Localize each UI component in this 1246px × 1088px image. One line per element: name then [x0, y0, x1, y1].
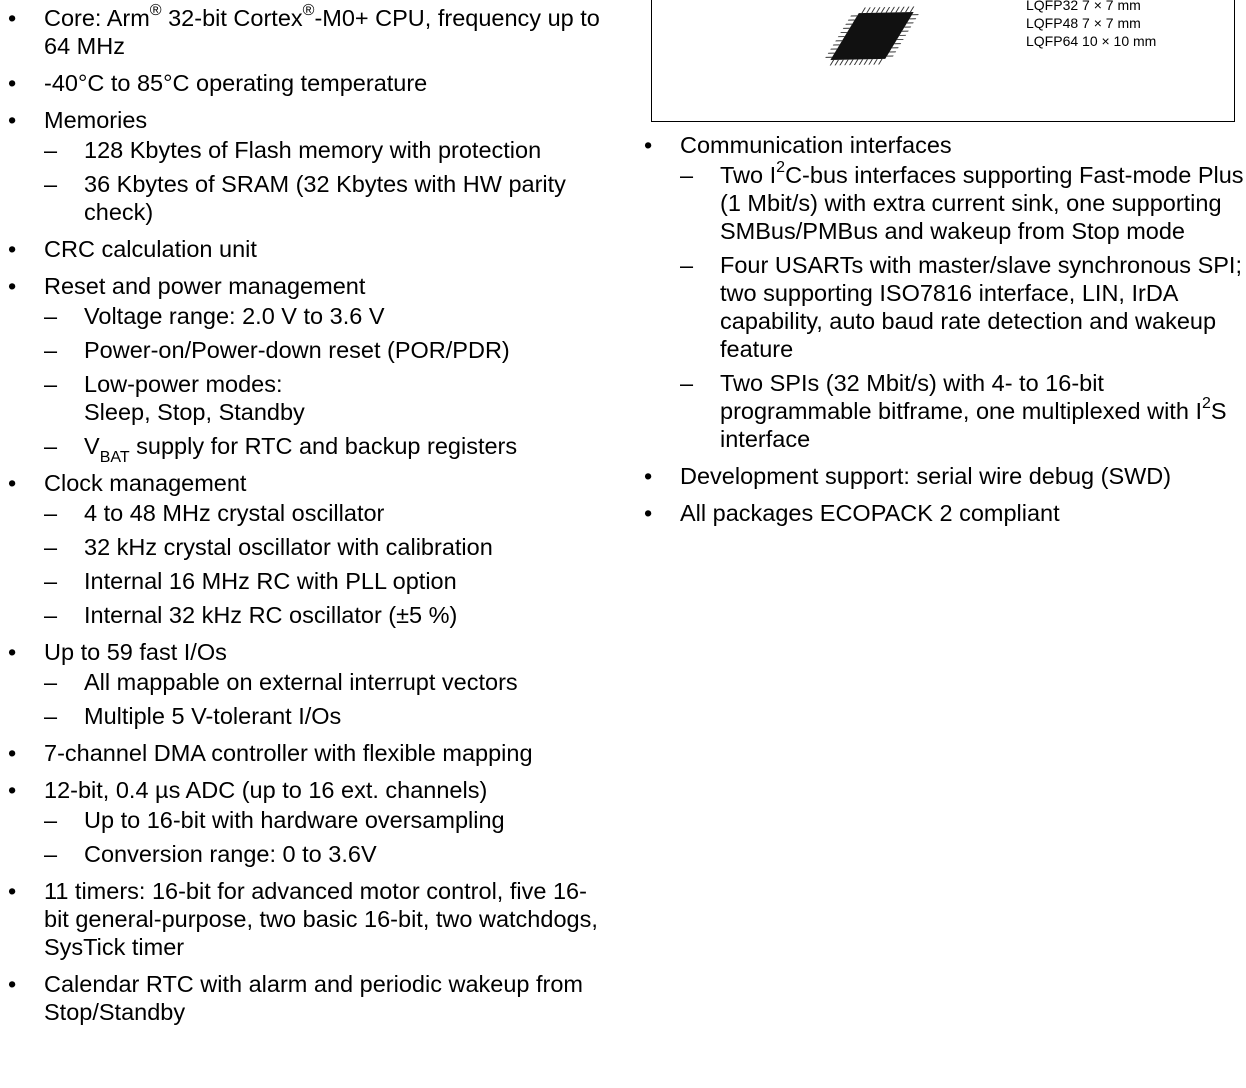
- sub-item: –Internal 16 MHz RC with PLL option: [44, 568, 457, 594]
- sub-item: –Two I2C-bus interfaces supporting Fast-…: [680, 159, 1244, 244]
- sub-item: –128 Kbytes of Flash memory with protect…: [44, 137, 542, 163]
- list-item: •All packages ECOPACK 2 compliant: [644, 500, 1060, 526]
- feature-list-right: •Communication interfaces –Two I2C-bus i…: [636, 131, 1246, 527]
- lqfp-chip-icon: [825, 6, 919, 66]
- sub-item: –Two SPIs (32 Mbit/s) with 4- to 16-bit …: [680, 370, 1227, 452]
- feature-list-left: • Core: Arm® 32-bit Cortex®-M0+ CPU, fre…: [0, 2, 610, 1026]
- list-item: •Calendar RTC with alarm and periodic wa…: [8, 971, 583, 1025]
- sub-item: –All mappable on external interrupt vect…: [44, 669, 518, 695]
- package-label: LQFP32 7 × 7 mm: [1026, 0, 1141, 13]
- sub-item: –Internal 32 kHz RC oscillator (±5 %): [44, 602, 458, 628]
- sub-item: –36 Kbytes of SRAM (32 Kbytes with HW pa…: [44, 171, 566, 225]
- list-item: •Communication interfaces –Two I2C-bus i…: [636, 131, 1246, 453]
- package-list: LQFP32 7 × 7 mm LQFP48 7 × 7 mm LQFP64 1…: [1026, 0, 1156, 50]
- sub-item: –Up to 16-bit with hardware oversampling: [44, 807, 505, 833]
- sub-item: –VBAT supply for RTC and backup register…: [44, 433, 518, 466]
- right-column: •Communication interfaces –Two I2C-bus i…: [636, 131, 1246, 536]
- list-item: •-40°C to 85°C operating temperature: [8, 70, 428, 96]
- list-item: •Reset and power management –Voltage ran…: [0, 272, 610, 466]
- sub-item: –Voltage range: 2.0 V to 3.6 V: [44, 303, 385, 329]
- list-item: •12-bit, 0.4 µs ADC (up to 16 ext. chann…: [0, 776, 610, 868]
- list-item: •7-channel DMA controller with flexible …: [8, 740, 533, 766]
- sub-item: –Conversion range: 0 to 3.6V: [44, 841, 377, 867]
- sub-item: –Low-power modes:Sleep, Stop, Standby: [44, 371, 305, 425]
- package-label: LQFP48 7 × 7 mm: [1026, 15, 1141, 31]
- package-box: LQFP32 7 × 7 mm LQFP48 7 × 7 mm LQFP64 1…: [651, 0, 1235, 122]
- sub-item: –Four USARTs with master/slave synchrono…: [680, 252, 1242, 362]
- list-item: •Up to 59 fast I/Os –All mappable on ext…: [0, 638, 610, 730]
- left-column: • Core: Arm® 32-bit Cortex®-M0+ CPU, fre…: [0, 2, 610, 1035]
- sub-item: –32 kHz crystal oscillator with calibrat…: [44, 534, 493, 560]
- list-item: • Core: Arm® 32-bit Cortex®-M0+ CPU, fre…: [8, 2, 600, 59]
- list-item: •Development support: serial wire debug …: [644, 463, 1172, 489]
- list-item: •Clock management –4 to 48 MHz crystal o…: [0, 469, 610, 629]
- sub-item: –Power-on/Power-down reset (POR/PDR): [44, 337, 510, 363]
- package-label: LQFP64 10 × 10 mm: [1026, 33, 1157, 49]
- list-item: •11 timers: 16-bit for advanced motor co…: [8, 878, 598, 960]
- sub-item: –4 to 48 MHz crystal oscillator: [44, 500, 385, 526]
- list-item: •Memories –128 Kbytes of Flash memory wi…: [0, 106, 610, 226]
- sub-item: –Multiple 5 V-tolerant I/Os: [44, 703, 342, 729]
- list-item: •CRC calculation unit: [8, 236, 257, 262]
